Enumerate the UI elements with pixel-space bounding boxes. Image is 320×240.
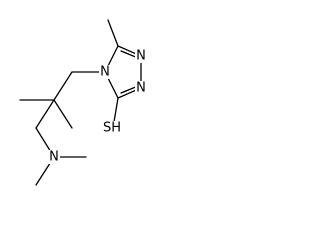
atom-n-amine: N (48, 150, 60, 165)
atom-n-ring-right-label: N (136, 49, 146, 64)
atom-n-ring-right: N (135, 49, 147, 64)
bond-c5-methyl (107, 19, 119, 47)
bond-cq-methyl-b (53, 99, 73, 129)
atom-n-ring-bottom-label: N (136, 81, 146, 96)
structure-diagram: N N N SH N (0, 0, 167, 192)
atom-n-ring-top: N (99, 65, 111, 80)
atom-n-amine-label: N (49, 150, 59, 165)
bonds (19, 19, 142, 186)
molecule-structure: N N N SH N (19, 19, 147, 186)
bond-cq-ch2 (35, 99, 55, 129)
bond-ch2-cq (53, 71, 73, 101)
atom-thiol-label: SH (103, 121, 121, 136)
atom-n-ring-top-label: N (100, 65, 110, 80)
atom-n-ring-bottom: N (135, 81, 147, 96)
atom-thiol: SH (100, 121, 124, 136)
atom-labels: N N N SH N (48, 49, 147, 165)
